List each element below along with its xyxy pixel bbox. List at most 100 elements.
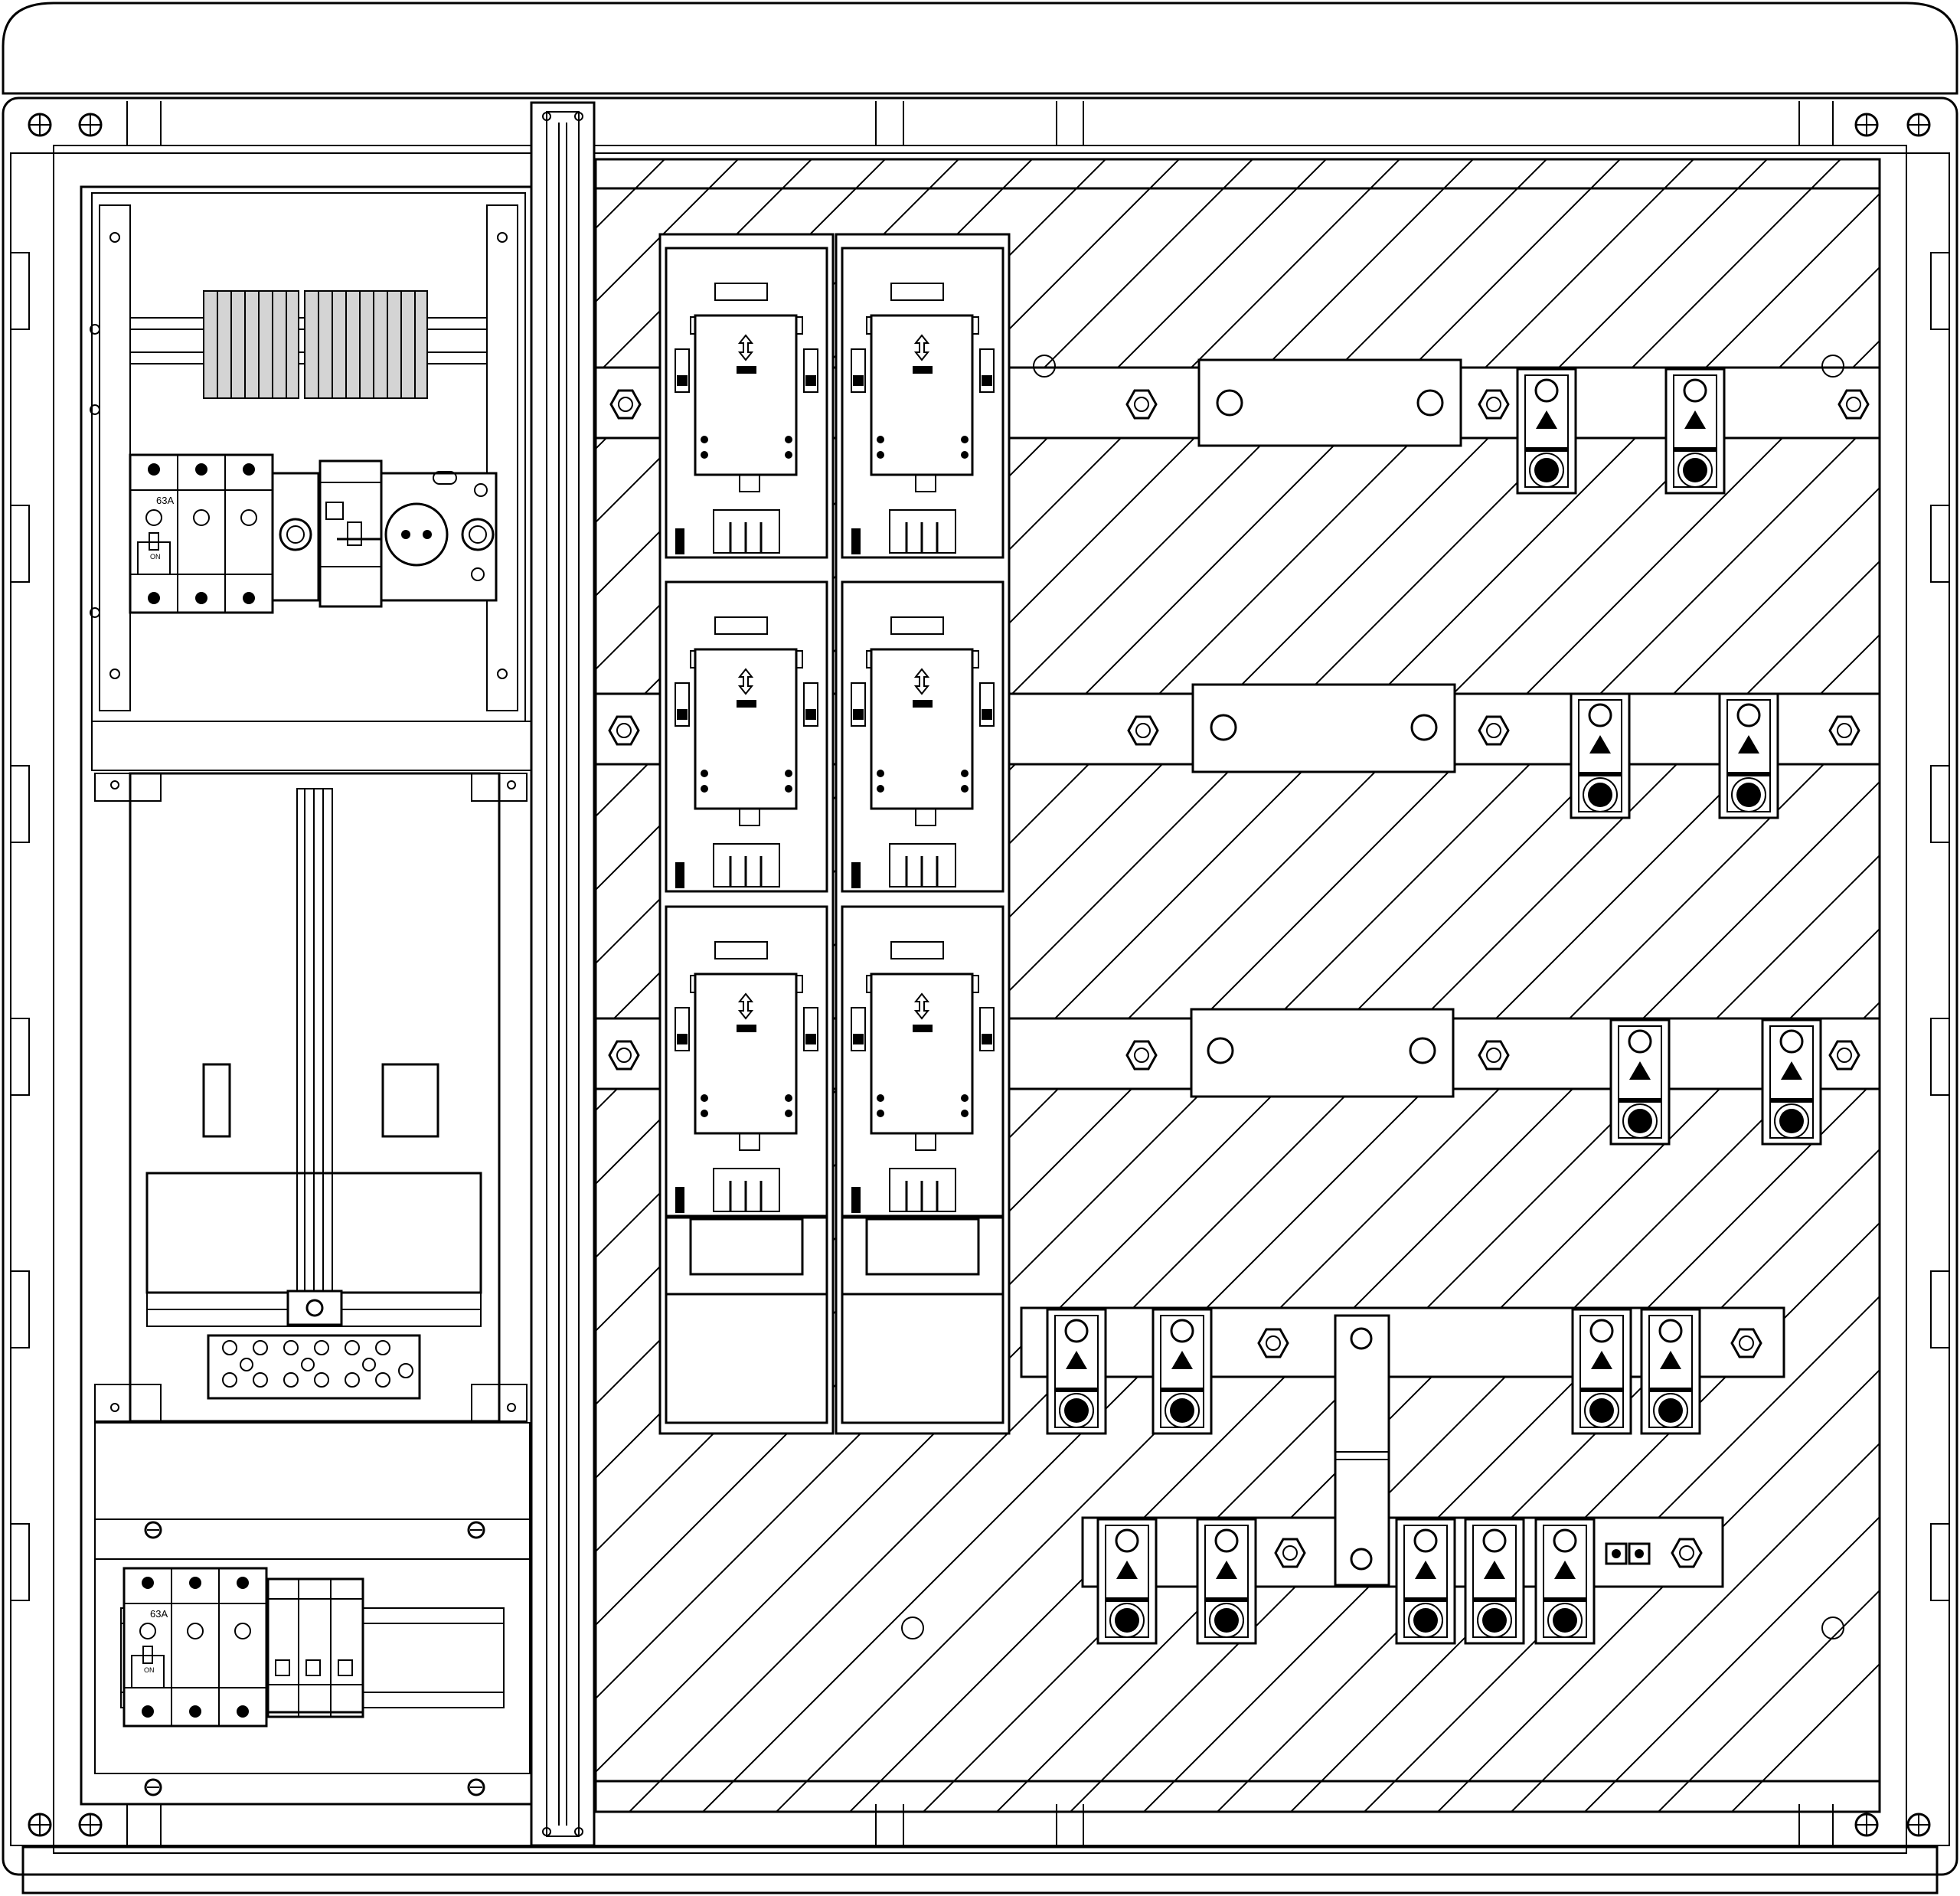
terminal-clamp [1516,368,1577,495]
hatch-line [596,159,1328,891]
socket-outlet [380,471,498,602]
terminal-clamp [1395,1518,1456,1645]
bolt-icon [1478,389,1510,420]
hatch-line [1510,1442,1880,1812]
screw-icon [144,1778,162,1796]
fuse-label-window [714,283,768,301]
terminal-clamp [1640,1308,1701,1435]
triangle-icon [1589,735,1611,753]
meter-compartment: 63A ON [80,185,534,1806]
fuse-carrier [694,314,798,476]
terminal-clamp [1534,1518,1596,1645]
busbar-clamp [1191,683,1456,773]
screw-icon [28,113,52,137]
arrows-updown-icon [737,992,754,1020]
terminal-block [203,290,428,399]
triangle-icon [1660,1351,1681,1369]
hatch-line [596,159,1254,818]
hatch-line [596,159,1107,671]
hatch-line [596,159,1842,1406]
bolt-icon [1257,1328,1289,1358]
divider-bar [530,101,596,1847]
screw-icon [1854,113,1879,137]
meter-board [94,772,528,1423]
screw-icon [78,1813,103,1837]
hatch-line [0,0,603,1838]
triangle-icon [1738,735,1759,753]
triangle-icon [1066,1351,1087,1369]
distribution-panel [0,0,1881,1838]
hatch-line [596,413,1880,1700]
arrows-updown-icon [913,668,930,695]
terminal-clamp [1196,1518,1257,1645]
screw-icon [467,1778,485,1796]
pen-link-bar [1334,1314,1390,1587]
hatch-line [1583,1515,1880,1812]
bolt-icon [1838,389,1870,420]
triangle-icon [1629,1061,1651,1080]
mcb-state-label: ON [150,553,161,561]
arrows-updown-icon [913,992,930,1020]
enclosure-body [2,96,1958,1876]
terminal-clamp [1664,368,1726,495]
fuse-switch [841,247,1004,559]
triangle-icon [1554,1561,1576,1579]
screw-icon [1906,113,1931,137]
fuse-switch [841,905,1004,1218]
mcb-rating-label: 63A [156,495,174,506]
circuit-breaker-3p: 63A ON [129,453,274,614]
bolt-icon [1478,715,1510,746]
terminal-clamp [1096,1518,1158,1645]
hatch-line [0,0,750,1838]
triangle-icon [1216,1561,1237,1579]
triangle-icon [1591,1351,1612,1369]
terminal-clamp [1046,1308,1107,1435]
hatch-line [1730,1662,1880,1812]
circuit-breaker-3p: 63A ON [122,1567,268,1728]
fuse-label-window [714,941,768,959]
fuse-carrier [694,973,798,1135]
terminal-clamp [1152,1308,1213,1435]
screw-icon [467,1521,485,1539]
terminal-clamp [1464,1518,1525,1645]
fuse-label-window [714,616,768,635]
enclosure-roof [2,2,1958,95]
hatch-line [596,192,1880,1479]
hatch-line [596,266,1880,1553]
arrows-updown-icon [737,668,754,695]
fuse-carrier [870,648,974,810]
bolt-icon [1125,389,1158,420]
bolt-icon [1125,1040,1158,1071]
cable-chamber [665,1216,828,1424]
screw-icon [144,1521,162,1539]
busbar-clamp [1190,1008,1455,1098]
screw-icon [1906,1813,1931,1837]
bolt-icon [608,1040,640,1071]
triangle-icon [1171,1351,1193,1369]
hatch-line [0,0,530,1838]
fuse-label-window [890,283,944,301]
isolator-switch [271,459,398,608]
fuse-switch [665,580,828,893]
fuse-carrier [694,648,798,810]
hatch-line [0,0,383,1838]
mcb-rating-label: 63A [150,1608,168,1620]
hatch-line [775,707,1880,1812]
busbar-clamp [1197,358,1462,447]
terminal-clamp [1570,692,1631,819]
bolt-icon [1478,1040,1510,1071]
screw-icon [78,113,103,137]
fuse-carrier [870,314,974,476]
triangle-icon [1484,1561,1505,1579]
fuse-switch-array [658,233,1011,1435]
hatch-line [596,159,1181,744]
triangle-icon [1116,1561,1138,1579]
triangle-icon [1781,1061,1802,1080]
bolt-icon [1671,1538,1703,1568]
bolt-icon [608,715,640,746]
terminal-clamp [1609,1018,1671,1146]
triangle-icon [1415,1561,1436,1579]
hatch-line [596,159,1401,965]
